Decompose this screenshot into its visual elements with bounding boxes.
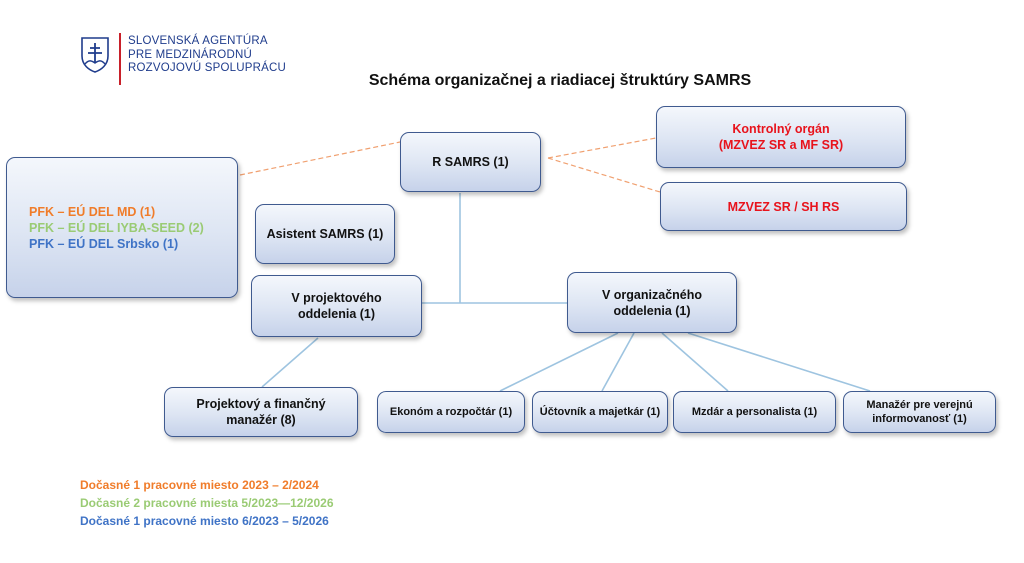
dashed-connector <box>239 141 401 176</box>
legend-item-orange: Dočasné 1 pracovné miesto 2023 – 2/2024 <box>80 478 319 492</box>
legend-item-blue: Dočasné 1 pracovné miesto 6/2023 – 5/202… <box>80 514 329 528</box>
agency-name: SLOVENSKÁ AGENTÚRA PRE MEDZINÁRODNÚ ROZV… <box>128 35 286 76</box>
organizacne-label: V organizačného <box>601 287 703 302</box>
asistent-label: Asistent SAMRS (1) <box>266 227 384 241</box>
organizacne-oddelenie-box: V organizačného oddelenia (1) <box>567 272 737 333</box>
manazer-informovanost-label: Manažér pre verejnú <box>866 399 973 411</box>
organizacne-sublabel: oddelenia (1) <box>613 303 691 318</box>
uctovnik-label: Účtovník a majetkár (1) <box>539 406 661 418</box>
projektove-oddelenie-box: V projektového oddelenia (1) <box>251 275 422 337</box>
pfk-list: PFK – EÚ DEL MD (1) PFK – EÚ DEL IYBA-SE… <box>29 204 204 252</box>
dashed-connector <box>547 137 657 159</box>
pfk-item-srbsko: PFK – EÚ DEL Srbsko (1) <box>29 236 179 251</box>
projektove-sublabel: oddelenia (1) <box>297 307 376 321</box>
logo-divider <box>119 33 121 85</box>
uctovnik-box: Účtovník a majetkár (1) <box>532 391 668 433</box>
mzdar-label: Mzdár a personalista (1) <box>691 406 818 418</box>
tree-connector <box>601 332 635 392</box>
diagram-title: Schéma organizačnej a riadiacej štruktúr… <box>368 72 752 89</box>
pfk-item-md: PFK – EÚ DEL MD (1) <box>29 204 156 219</box>
projektovy-manazer-label: Projektový a finančný <box>196 397 326 411</box>
pfk-item-iyba: PFK – EÚ DEL IYBA-SEED (2) <box>29 220 204 235</box>
ekonom-box: Ekonóm a rozpočtár (1) <box>377 391 525 433</box>
mzvez-box: MZVEZ SR / SH RS <box>660 182 907 231</box>
tree-connector <box>687 332 871 392</box>
pfk-box: PFK – EÚ DEL MD (1) PFK – EÚ DEL IYBA-SE… <box>6 157 238 298</box>
ekonom-label: Ekonóm a rozpočtár (1) <box>389 406 513 418</box>
agency-name-line: PRE MEDZINÁRODNÚ <box>128 48 252 61</box>
agency-name-line: SLOVENSKÁ AGENTÚRA <box>128 35 268 47</box>
projektovy-manazer-box: Projektový a finančný manažér (8) <box>164 387 358 437</box>
slovak-coat-of-arms-logo <box>81 37 109 73</box>
projektovy-manazer-sublabel: manažér (8) <box>226 413 296 427</box>
mzdar-box: Mzdár a personalista (1) <box>673 391 836 433</box>
r-samrs-box: R SAMRS (1) <box>400 132 541 192</box>
agency-name-line: ROZVOJOVÚ SPOLUPRÁCU <box>128 62 286 74</box>
kontrolny-organ-box: Kontrolný orgán (MZVEZ SR a MF SR) <box>656 106 906 168</box>
tree-connector <box>499 332 619 392</box>
manazer-informovanost-box: Manažér pre verejnú informovanosť (1) <box>843 391 996 433</box>
kontrolny-organ-label: Kontrolný orgán <box>732 122 830 136</box>
legend-item-green: Dočasné 2 pracovné miesta 5/2023—12/2026 <box>80 496 334 510</box>
mzvez-label: MZVEZ SR / SH RS <box>727 199 840 214</box>
r-samrs-label: R SAMRS (1) <box>432 155 509 169</box>
manazer-informovanost-sublabel: informovanosť (1) <box>872 413 967 425</box>
tree-connector <box>261 337 319 388</box>
dashed-connector <box>547 157 661 193</box>
projektove-label: V projektového <box>291 291 382 305</box>
kontrolny-organ-sublabel: (MZVEZ SR a MF SR) <box>718 138 844 152</box>
tree-connector <box>661 332 729 392</box>
asistent-box: Asistent SAMRS (1) <box>255 204 395 264</box>
